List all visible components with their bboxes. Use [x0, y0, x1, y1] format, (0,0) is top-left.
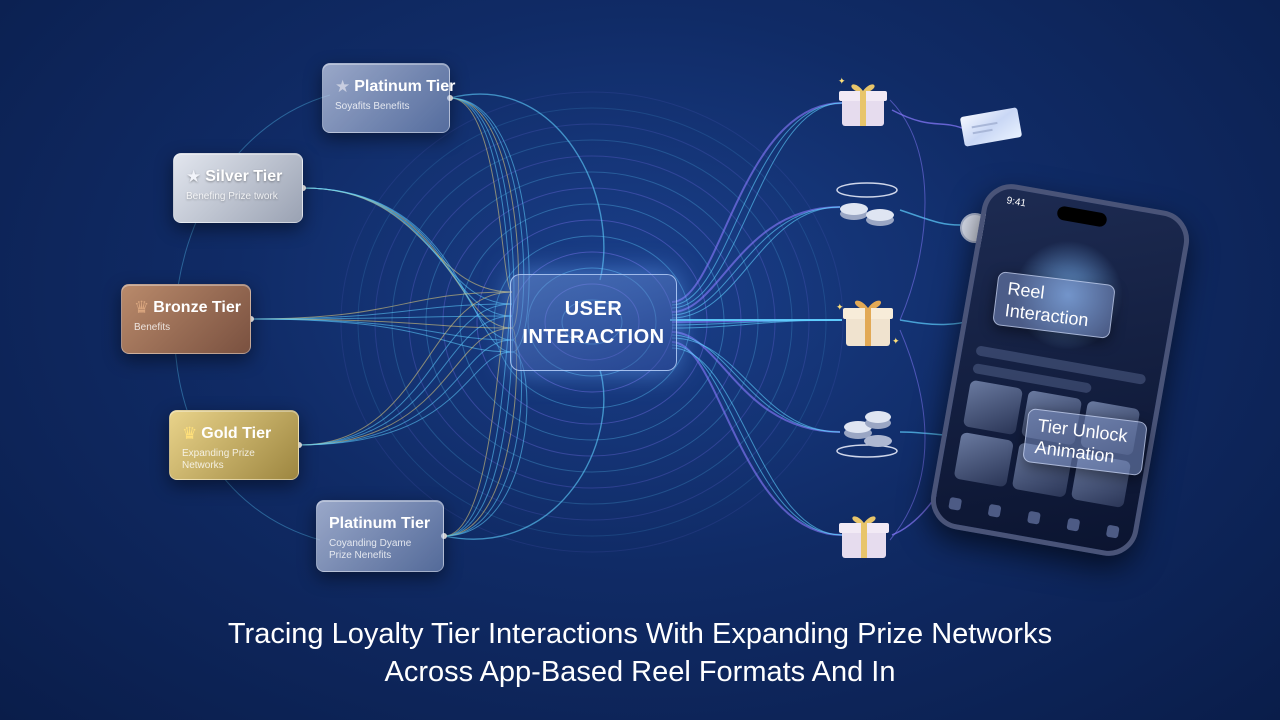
profile-icon[interactable] — [1105, 524, 1120, 539]
caption-line1: Tracing Loyalty Tier Interactions With E… — [227, 618, 1053, 650]
tier-name: Silver Tier — [205, 168, 283, 185]
home-icon[interactable] — [948, 496, 963, 511]
network-link — [671, 344, 843, 536]
reels-icon[interactable] — [1027, 510, 1041, 525]
network-link — [899, 209, 961, 226]
network-link — [671, 331, 841, 433]
network-link — [891, 109, 963, 129]
platinum-tier-card-bottom[interactable]: Platinum Tier Coyanding Dyame Prize Nene… — [316, 500, 444, 572]
network-link — [889, 329, 926, 541]
gift-icon[interactable]: ✦ ✦ — [836, 290, 900, 350]
gift-icon[interactable]: ✦ — [836, 76, 890, 130]
gold-tier-card[interactable]: ♛ Gold Tier Expanding Prize Networks — [169, 410, 299, 480]
reel-thumbnail[interactable] — [953, 431, 1015, 488]
explore-icon[interactable] — [987, 503, 1002, 518]
network-link — [671, 347, 843, 536]
ticket-icon[interactable] — [958, 104, 1024, 150]
callout-label: Tier Unlock Animation — [1033, 415, 1129, 467]
network-link — [443, 291, 513, 537]
network-link — [298, 303, 513, 446]
network-link — [671, 334, 841, 433]
network-link — [671, 206, 841, 319]
tier-subtitle: Expanding Prize Networks — [182, 448, 255, 471]
svg-text:✦: ✦ — [838, 76, 846, 86]
gift-icon[interactable] — [836, 508, 892, 562]
coins-icon[interactable] — [834, 405, 900, 459]
hub-label-line1: USER — [564, 297, 623, 320]
tier-name: Bronze Tier — [153, 299, 241, 316]
network-link — [250, 318, 513, 341]
star-icon: ★ — [335, 77, 351, 96]
coins-icon[interactable] — [834, 180, 900, 234]
network-link — [443, 369, 605, 540]
ripple-ring — [374, 123, 810, 521]
silver-tier-card[interactable]: ★ Silver Tier Benefing Prize twork — [173, 153, 303, 223]
tier-name: Platinum Tier — [329, 515, 431, 532]
tier-name: Gold Tier — [201, 425, 272, 442]
rewards-icon[interactable] — [1066, 517, 1081, 532]
network-link — [250, 291, 513, 320]
hub-label-line2: INTERACTION — [522, 325, 665, 348]
network-link — [250, 315, 513, 320]
network-link — [889, 99, 926, 321]
crown-icon: ♛ — [134, 298, 150, 317]
network-link — [298, 339, 513, 446]
network-link — [302, 187, 513, 293]
caption-line2: Across App-Based Reel Formats And In — [384, 656, 896, 688]
network-link — [671, 102, 843, 306]
network-link — [298, 291, 513, 446]
bronze-tier-card[interactable]: ♛ Bronze Tier Benefits — [121, 284, 251, 354]
diagram-caption: Tracing Loyalty Tier Interactions With E… — [0, 615, 1280, 691]
network-link — [671, 206, 841, 316]
network-link — [250, 303, 513, 320]
callout-label: Reel Interaction — [1003, 278, 1090, 331]
network-link — [298, 351, 513, 446]
network-link — [250, 318, 513, 353]
svg-text:✦: ✦ — [892, 336, 900, 346]
network-link — [671, 341, 843, 536]
network-link — [449, 93, 605, 281]
tier-subtitle: Coyanding Dyame Prize Nenefits — [329, 538, 412, 561]
network-link — [671, 337, 841, 433]
tier-subtitle: Benefits — [134, 322, 171, 333]
crown-icon: ♛ — [182, 424, 198, 443]
tier-subtitle: Soyafits Benefits — [335, 101, 410, 112]
network-link — [298, 315, 513, 446]
platinum-tier-card-top[interactable]: ★ Platinum Tier Soyafits Benefits — [322, 63, 455, 133]
tier-subtitle: Benefing Prize twork — [186, 191, 278, 202]
tier-name: Platinum Tier — [354, 78, 456, 95]
network-link — [671, 102, 843, 309]
network-link — [671, 206, 841, 313]
phone-status-time: 9:41 — [1005, 195, 1027, 210]
network-link — [671, 102, 843, 303]
network-link — [449, 97, 513, 293]
network-link — [298, 327, 513, 446]
user-interaction-hub[interactable]: USER INTERACTION — [510, 274, 677, 371]
network-link — [449, 97, 513, 305]
star-icon: ★ — [186, 167, 202, 186]
svg-text:✦: ✦ — [836, 302, 844, 312]
reel-thumbnail[interactable] — [962, 379, 1024, 436]
network-link — [443, 303, 513, 537]
phone-notch — [1056, 205, 1108, 228]
